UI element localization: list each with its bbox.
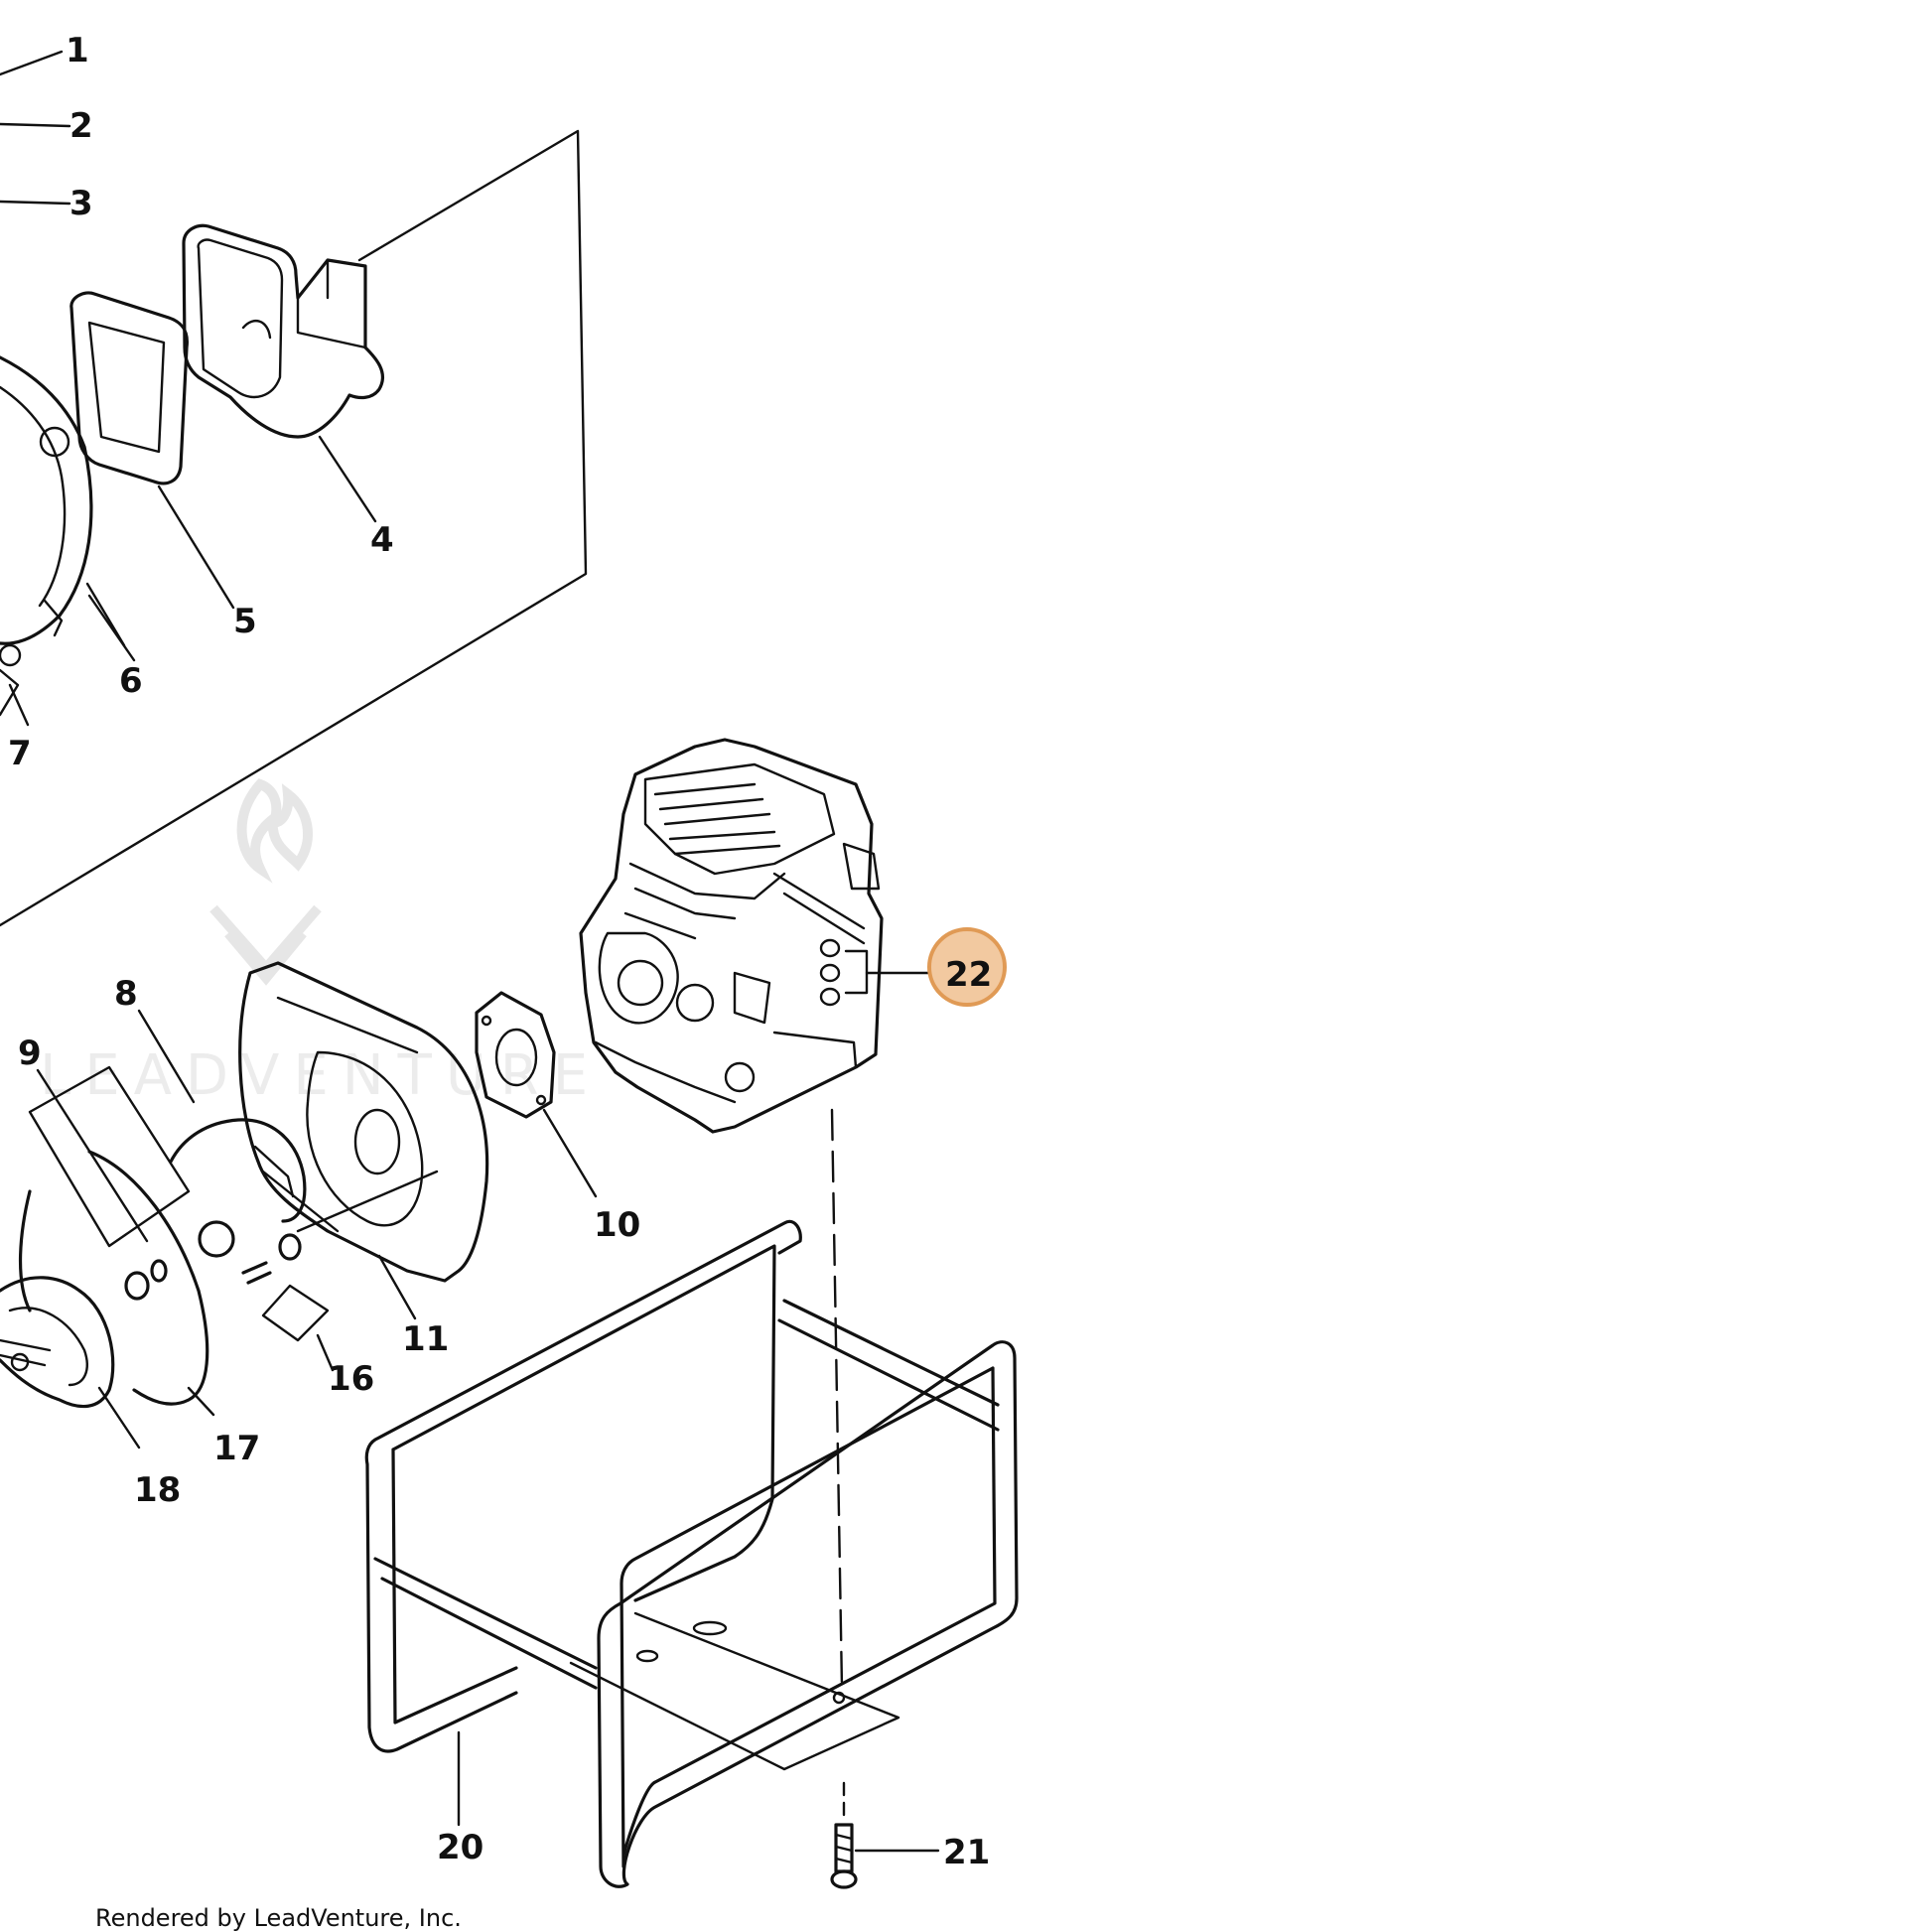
callout-labels: 1 2 3 4 5 6 7 8 9 10 11 16 17 18 20 21 2… [8, 31, 992, 1872]
impeller-part [0, 1065, 215, 1449]
bolt-part [830, 1781, 940, 1889]
frame-part [364, 1219, 1019, 1888]
callout-16[interactable]: 1 [66, 31, 89, 70]
watermark: LEADVENTURE [40, 778, 588, 1108]
pump-housing-part [0, 355, 126, 717]
footer-credit: Rendered by LeadVenture, Inc. [95, 1904, 462, 1932]
leader-lines-top [0, 50, 71, 206]
flame-logo-icon [209, 778, 322, 986]
callout-4[interactable]: 8 [114, 974, 138, 1014]
bearing-housing-part [475, 991, 598, 1198]
panel-outline [0, 129, 588, 927]
engine-part [579, 738, 945, 1690]
highlight-marker-22[interactable] [927, 927, 1007, 1007]
callout-18[interactable]: 3 [69, 184, 93, 223]
callout-17[interactable]: 2 [69, 106, 93, 146]
gasket-part [69, 291, 235, 610]
callout-20[interactable]: 20 [437, 1828, 483, 1867]
callout-21[interactable]: 21 [943, 1833, 990, 1872]
callout-9[interactable]: 5 [233, 602, 257, 641]
callout-10[interactable]: 6 [119, 661, 143, 701]
callout-8[interactable]: 4 [370, 520, 394, 560]
callout-6[interactable]: 9 [18, 1034, 42, 1073]
callout-3[interactable]: 16 [328, 1359, 374, 1399]
volute-cover-part [182, 223, 385, 523]
callout-11[interactable]: 7 [8, 734, 32, 773]
mechanical-seal-part [198, 1170, 439, 1372]
callout-2[interactable]: 11 [402, 1319, 449, 1359]
callout-22[interactable]: 22 [945, 955, 992, 995]
callout-5[interactable]: 17 [213, 1429, 260, 1468]
back-plate-part [238, 961, 489, 1320]
leader-lines-left [8, 594, 136, 727]
callout-7[interactable]: 18 [134, 1470, 181, 1510]
callout-1[interactable]: 10 [594, 1205, 640, 1245]
o-ring-part [137, 1009, 307, 1223]
